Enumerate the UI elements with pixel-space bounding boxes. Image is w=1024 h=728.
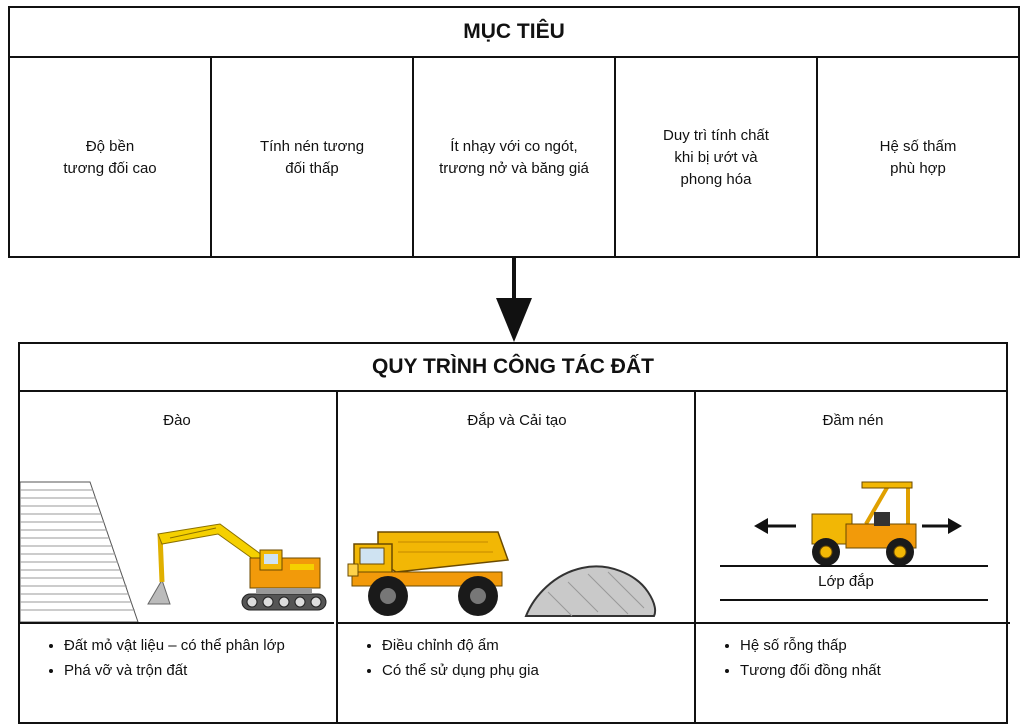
bullet-item: Có thể sử dụng phụ gia xyxy=(382,659,680,682)
dump-truck-icon xyxy=(347,531,657,617)
fill-layer-label: Lớp đắp xyxy=(818,573,874,590)
objectives-title: MỤC TIÊU xyxy=(10,8,1018,58)
stage-excavation: Đào xyxy=(20,392,334,724)
excavator-icon xyxy=(20,481,327,622)
arrow-right-icon xyxy=(922,518,962,534)
bullet-item: Điều chỉnh độ ẩm xyxy=(382,634,680,657)
arrow-down-icon xyxy=(496,258,532,342)
stage-bullets: Điều chỉnh độ ẩm Có thể sử dụng phụ gia xyxy=(338,622,696,724)
bullet-item: Phá vỡ và trộn đất xyxy=(64,659,318,682)
stage-bullets: Hệ số rỗng thấp Tương đối đồng nhất xyxy=(696,622,1010,724)
objective-cell: Tính nén tương đối thấp xyxy=(212,58,414,258)
soil-pile-icon xyxy=(524,565,657,617)
objective-cell: Duy trì tính chất khi bị ướt và phong hó… xyxy=(616,58,818,258)
process-title: QUY TRÌNH CÔNG TÁC ĐẤT xyxy=(20,344,1006,392)
bullet-item: Tương đối đồng nhất xyxy=(740,659,994,682)
stage-title: Đầm nén xyxy=(822,412,884,429)
objective-cell: Ít nhạy với co ngót, trương nở và băng g… xyxy=(414,58,616,258)
bullet-item: Hệ số rỗng thấp xyxy=(740,634,994,657)
arrow-left-icon xyxy=(754,518,796,534)
objectives-row: Độ bền tương đối cao Tính nén tương đối … xyxy=(10,58,1018,258)
stage-bullets: Đất mỏ vật liệu – có thể phân lớp Phá vỡ… xyxy=(20,622,334,724)
soil-layers-icon xyxy=(20,481,139,622)
stage-fill: Đắp và Cải tạo Điều ch xyxy=(336,392,696,724)
objective-cell: Độ bền tương đối cao xyxy=(10,58,212,258)
objective-cell: Hệ số thấm phù hợp xyxy=(879,138,957,177)
stage-compaction: Đầm nén xyxy=(694,392,1010,724)
bullet-item: Đất mỏ vật liệu – có thể phân lớp xyxy=(64,634,318,657)
process-table: QUY TRÌNH CÔNG TÁC ĐẤT Đào xyxy=(18,342,1010,724)
objectives-table: MỤC TIÊU Độ bền tương đối cao Tính nén t… xyxy=(8,6,1020,258)
roller-compactor-icon: Lớp đắp xyxy=(720,481,988,601)
stage-title: Đào xyxy=(163,412,191,429)
stage-title: Đắp và Cải tạo xyxy=(467,412,567,429)
